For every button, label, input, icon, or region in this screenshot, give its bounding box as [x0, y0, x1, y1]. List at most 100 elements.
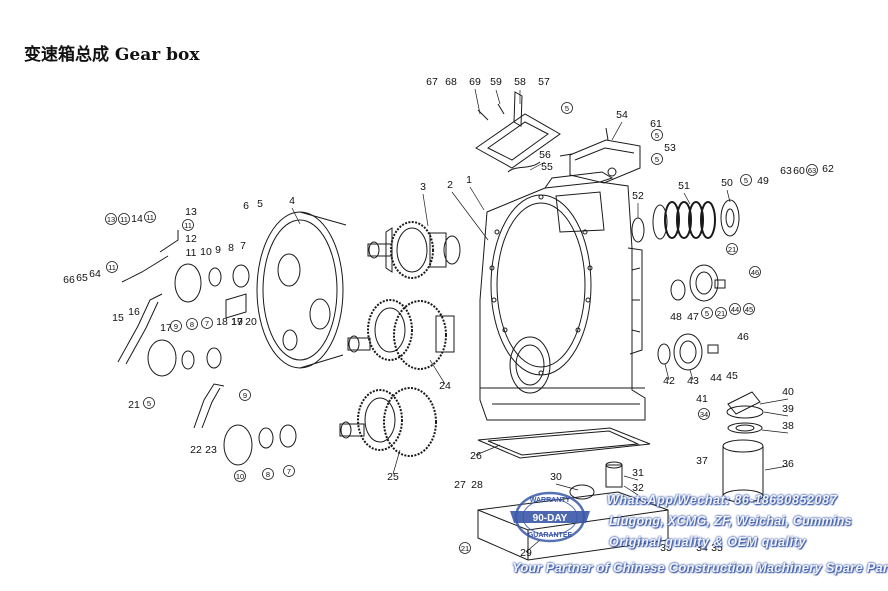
part-callout: 16: [128, 306, 140, 318]
warranty-badge: WARRANTY 90-DAY GUARANTEE: [510, 491, 590, 543]
part-callout: 20: [245, 316, 257, 328]
part-callout: 32: [632, 482, 644, 494]
part-callout: 19: [231, 316, 243, 328]
callout-circle: [170, 320, 182, 332]
badge-top-text: WARRANTY: [530, 497, 571, 504]
part-callout: 15: [112, 312, 124, 324]
part-callout-circled: 5: [561, 102, 573, 114]
callout-circle: [740, 174, 752, 186]
part-callout: 58: [514, 76, 526, 88]
side-covers: [657, 264, 726, 371]
callout-circle: [749, 266, 761, 278]
watermark-contact: WhatsApp/Wechat: 86-18630852087: [607, 493, 838, 507]
part-callout: 56: [539, 149, 551, 161]
part-callout-circled: 34: [698, 408, 710, 420]
callout-circle: [743, 303, 755, 315]
part-callout-circled: 63: [806, 164, 818, 176]
callout-circle: [715, 307, 727, 319]
part-callout-circled: 11: [144, 211, 156, 223]
part-callout: 46: [737, 331, 749, 343]
callout-circle: [283, 465, 295, 477]
part-callout: 30: [550, 471, 562, 483]
part-callout: 53: [664, 142, 676, 154]
part-callout: 44: [710, 372, 722, 384]
part-callout: 43: [687, 375, 699, 387]
callout-circle: [651, 153, 663, 165]
part-callout-circled: 9: [170, 320, 182, 332]
watermark-quality: Original quality & OEM quality: [609, 535, 807, 549]
part-callout: 1: [466, 174, 472, 186]
part-callout-circled: 11: [118, 213, 130, 225]
part-callout: 25: [387, 471, 399, 483]
part-callout: 60: [793, 165, 805, 177]
part-callout: 29: [520, 547, 532, 559]
part-callout: 33: [660, 542, 672, 554]
part-callout: 66: [63, 274, 75, 286]
callout-number: 44: [731, 305, 739, 314]
callout-number: 46: [751, 268, 759, 277]
callout-circle: [234, 470, 246, 482]
part-callout-circled: 8: [262, 468, 274, 480]
part-callout: 65: [76, 272, 88, 284]
part-callout: 41: [696, 393, 708, 405]
callout-number: 5: [705, 309, 709, 318]
part-callout: 57: [538, 76, 550, 88]
gear-shaft-top: [367, 221, 461, 279]
part-callout: 63: [780, 165, 792, 177]
callout-circle: [262, 468, 274, 480]
part-callout: 49: [757, 175, 769, 187]
housing-bolt-holes: [489, 194, 593, 376]
part-callout: 5: [257, 198, 263, 210]
callout-number: 5: [744, 176, 748, 185]
part-callout: 10: [200, 246, 212, 258]
part-callout: 47: [687, 311, 699, 323]
part-callout: 40: [782, 386, 794, 398]
part-callout: 55: [541, 161, 553, 173]
callout-number: 13: [107, 215, 115, 224]
part-callout: 28: [471, 479, 483, 491]
left-linkage: [117, 230, 297, 466]
callout-number: 11: [146, 213, 154, 222]
part-callout: 7: [240, 240, 246, 252]
callout-number: 5: [565, 104, 569, 113]
part-callout: 37: [696, 455, 708, 467]
part-callout-circled: 46: [749, 266, 761, 278]
part-callout: 38: [782, 420, 794, 432]
part-callout-circled: 9: [239, 389, 251, 401]
valve-block: [559, 127, 641, 184]
part-callout: 18: [216, 316, 228, 328]
part-callout: 50: [721, 177, 733, 189]
badge-mid-text: 90-DAY: [533, 513, 568, 524]
callout-number: 5: [147, 399, 151, 408]
part-callout: 23: [205, 444, 217, 456]
part-callout: 8: [228, 242, 234, 254]
part-callout: 48: [670, 311, 682, 323]
page-title: 变速箱总成 Gear box: [24, 45, 200, 65]
part-callout: 26: [470, 450, 482, 462]
badge-bottom-text: GUARANTEE: [528, 532, 573, 539]
callout-circle: [561, 102, 573, 114]
part-callout: 36: [782, 458, 794, 470]
part-callout: 67: [426, 76, 438, 88]
part-callout: 17: [231, 316, 243, 328]
part-callout: 6: [243, 200, 249, 212]
callout-number: 5: [655, 131, 659, 140]
part-callout: 27: [454, 479, 466, 491]
part-callout: 12: [185, 233, 197, 245]
callout-circle: [698, 408, 710, 420]
callout-number: 11: [120, 215, 128, 224]
part-callout: 22: [190, 444, 202, 456]
part-callout: 31: [632, 467, 644, 479]
callout-number: 9: [174, 322, 178, 331]
callout-number: 9: [243, 391, 247, 400]
flange-plate: [256, 211, 347, 369]
part-callout: 9: [215, 244, 221, 256]
callout-number: 11: [108, 263, 116, 272]
part-callout: 69: [469, 76, 481, 88]
part-callout: 54: [616, 109, 628, 121]
part-callout: 3: [420, 181, 426, 193]
part-callout-circled: 5: [701, 307, 713, 319]
part-callout: 68: [445, 76, 457, 88]
part-callout: 52: [632, 190, 644, 202]
